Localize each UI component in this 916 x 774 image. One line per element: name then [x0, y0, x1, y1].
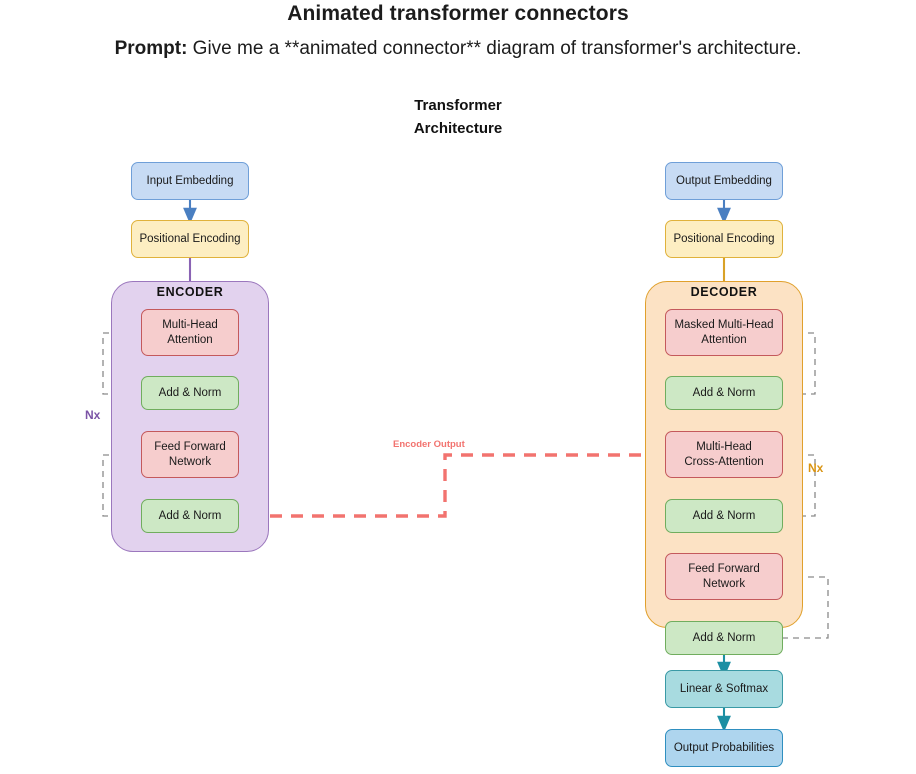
- node-label-line2: Attention: [167, 333, 213, 346]
- diagram-title-line2: Architecture: [413, 119, 503, 137]
- node-label-line1: Feed Forward: [154, 440, 226, 453]
- node-label-line2: Network: [168, 455, 212, 468]
- prompt-label: Prompt:: [114, 38, 188, 59]
- node-decoder-add-norm-1[interactable]: Add & Norm: [665, 376, 783, 410]
- node-decoder-masked-multi-head-attention[interactable]: Masked Multi-Head Attention: [665, 309, 783, 356]
- page-title: Animated transformer connectors: [287, 2, 629, 25]
- node-decoder-add-norm-3[interactable]: Add & Norm: [665, 621, 783, 655]
- encoder-output-label: Encoder Output: [393, 439, 465, 450]
- node-label-line1: Multi-Head: [162, 318, 218, 331]
- encoder-label: ENCODER: [156, 285, 224, 299]
- node-encoder-multi-head-attention[interactable]: Multi-Head Attention: [141, 309, 239, 356]
- node-decoder-feed-forward-network[interactable]: Feed Forward Network: [665, 553, 783, 600]
- node-encoder-feed-forward-network[interactable]: Feed Forward Network: [141, 431, 239, 478]
- node-label-line1: Masked Multi-Head: [674, 318, 774, 331]
- diagram-title: Transformer Architecture: [0, 95, 916, 140]
- node-decoder-multi-head-cross-attention[interactable]: Multi-Head Cross-Attention: [665, 431, 783, 478]
- decoder-label: DECODER: [690, 285, 758, 299]
- node-label-line2: Network: [702, 577, 746, 590]
- diagram-title-line1: Transformer: [414, 97, 502, 114]
- encoder-nx-label: Nx: [85, 408, 101, 422]
- node-encoder-positional-encoding[interactable]: Positional Encoding: [131, 220, 249, 258]
- node-output-embedding[interactable]: Output Embedding: [665, 162, 783, 200]
- node-label-line1: Multi-Head: [696, 440, 752, 453]
- node-linear-softmax[interactable]: Linear & Softmax: [665, 670, 783, 708]
- node-label-line1: Feed Forward: [688, 562, 760, 575]
- prompt-text: Give me a **animated connector** diagram…: [187, 38, 802, 59]
- node-output-probabilities[interactable]: Output Probabilities: [665, 729, 783, 767]
- node-decoder-positional-encoding[interactable]: Positional Encoding: [665, 220, 783, 258]
- node-input-embedding[interactable]: Input Embedding: [131, 162, 249, 200]
- node-encoder-add-norm-2[interactable]: Add & Norm: [141, 499, 239, 533]
- node-label-line2: Cross-Attention: [684, 455, 764, 468]
- prompt-line: Prompt: Give me a **animated connector**…: [0, 38, 916, 60]
- node-decoder-add-norm-2[interactable]: Add & Norm: [665, 499, 783, 533]
- decoder-nx-label: Nx: [808, 461, 824, 475]
- node-encoder-add-norm-1[interactable]: Add & Norm: [141, 376, 239, 410]
- node-label-line2: Attention: [701, 333, 747, 346]
